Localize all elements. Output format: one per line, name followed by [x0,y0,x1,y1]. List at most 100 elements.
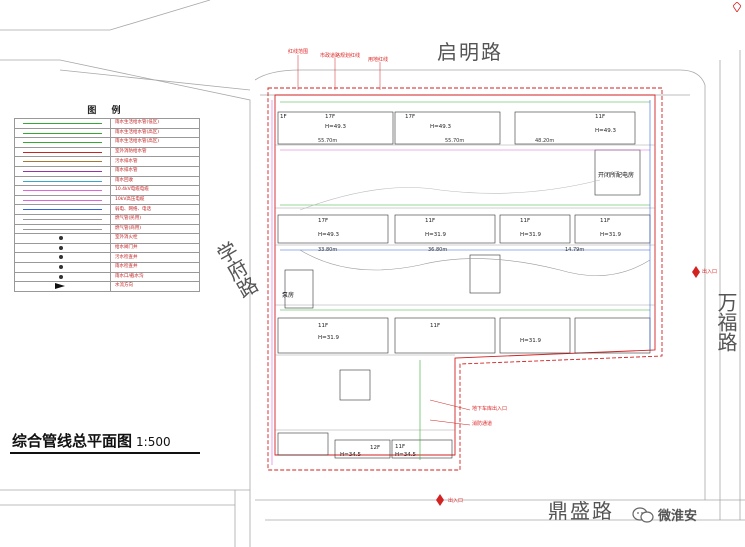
building-label: 11F [595,114,606,120]
legend-row: 雨水生活给水管(高区) [14,127,200,139]
legend-label: 雨水检查井 [110,261,200,273]
building-label: H=31.9 [318,335,339,341]
building-label: 12F [370,445,381,451]
building-label: 17F [405,114,416,120]
dimension-label: 55.70m [318,138,338,144]
entrance-markers [436,266,700,506]
legend-row: 室外消防给水管 [14,146,200,158]
manhole-icon [59,236,63,241]
watermark: 微淮安 [632,505,697,524]
legend-symbol [14,137,111,148]
road-south-name: 鼎盛路 [548,499,614,523]
legend-row: 污水检查井 [14,252,200,263]
legend-row: 水流方向 [14,281,200,292]
pump-room-label: 泵房 [282,292,295,299]
legend-symbol [14,127,111,139]
building-label: H=49.3 [325,124,346,130]
legend-symbol [14,156,111,167]
legend-label: 雨水生活给水管(高区) [110,137,200,148]
building-outlines [277,111,651,459]
substation-label: 开闭所配电房 [598,172,635,179]
legend-row: 雨水检查井 [14,261,200,273]
building-label: 17F [318,218,329,224]
manhole-icon [59,245,63,250]
building-label: 11F [520,218,531,224]
building-label: 17F [325,114,336,120]
legend-row: 10.4kV电缆电缆 [14,185,200,196]
legend-title: 图 例 [87,106,127,116]
legend-symbol [14,118,111,129]
building-block [499,317,571,354]
legend-symbol [14,175,111,187]
building-block [277,111,394,145]
building-block [391,439,453,459]
legend-label: 雨水口/截水沟 [110,271,200,283]
building-label: H=34.5 [340,452,361,458]
pipe-line-icon [23,132,102,134]
legend-row: 雨水口/截水沟 [14,271,200,283]
drawing-scale: 1:500 [136,435,171,449]
legend-row: 雨水回收 [14,175,200,187]
legend-label: 雨水生活给水管(高区) [110,127,200,139]
pipe-line-icon [23,170,102,172]
legend-label: 室外消防给水管 [110,146,200,158]
red-line-note: 红线范围 [288,49,309,55]
building-label: H=49.3 [430,124,451,130]
flow-arrow-icon [55,283,65,290]
pipelines [271,100,651,465]
entrance-south-marker [436,494,444,506]
watermark-text: 微淮安 [658,509,698,524]
legend-row: 10kV高压电缆 [14,194,200,206]
title-underline [10,452,200,454]
manhole-icon [59,264,63,269]
legend-symbol [14,146,111,158]
pipe-line-icon [23,199,102,201]
building-block [499,214,571,244]
drawing-title-text: 综合管线总平面图 [12,432,133,450]
manhole-icon [59,274,63,279]
legend-label: 给水阀门井 [110,242,200,254]
legend-table: 雨水生活给水管(低区)雨水生活给水管(高区)雨水生活给水管(高区)室外消防给水管… [14,118,200,292]
legend-symbol [14,194,111,206]
red-line-note: 用地红线 [368,57,389,63]
building-block [469,254,501,294]
legend-row: 污水排水管 [14,156,200,167]
legend-row: 雨水生活给水管(高区) [14,137,200,148]
legend-label: 10.4kV电缆电缆 [110,185,200,196]
building-label: 1F [280,114,287,120]
road-north-name: 启明路 [437,40,503,64]
legend-symbol [14,242,111,254]
entrance-east-marker [692,266,700,278]
legend-label: 污水检查井 [110,252,200,263]
building-label: H=31.9 [520,232,541,238]
legend-label: 雨水生活给水管(低区) [110,118,200,129]
building-block [574,214,651,244]
legend-label: 室外消火栓 [110,233,200,244]
building-block [394,111,501,145]
building-label: 11F [395,444,406,450]
pipe-line-icon [23,218,102,220]
legend-row: 燃气管(商用) [14,223,200,235]
legend-label: 污水排水管 [110,156,200,167]
dimension-label: 48.20m [535,138,555,144]
legend-symbol [14,271,111,283]
legend-row: 给水阀门井 [14,242,200,254]
legend-label: 水流方向 [110,281,200,292]
dimension-label: 14.79m [565,247,585,253]
building-block [277,214,389,244]
legend-symbol [14,185,111,196]
legend-panel: 图 例 雨水生活给水管(低区)雨水生活给水管(高区)雨水生活给水管(高区)室外消… [14,103,200,292]
building-block [394,317,496,354]
annotation-leaders [297,55,471,426]
dimension-label: 55.70m [445,138,465,144]
pipe-line-icon [23,180,102,182]
property-red-line [267,87,663,471]
building-label: 11F [600,218,611,224]
red-line-note: 地下车库出入口 [472,406,508,412]
legend-symbol [14,261,111,273]
entrance-south-label: 出入口 [448,498,464,504]
building-label: H=31.9 [520,338,541,344]
road-east-name: 万福路 [714,292,738,352]
building-label: 11F [318,323,329,329]
